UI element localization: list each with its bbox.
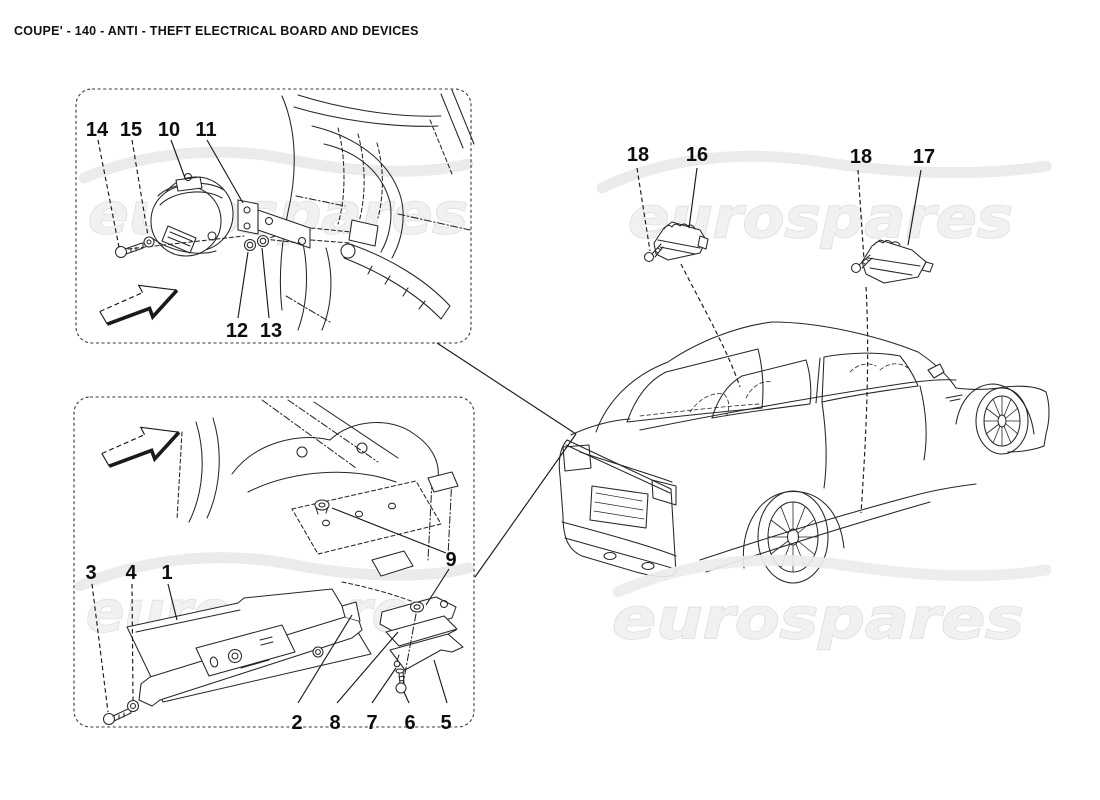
direction-arrow-icon (99, 284, 179, 326)
swoosh-shape (596, 150, 1052, 194)
page-title: COUPE' - 140 - ANTI - THEFT ELECTRICAL B… (14, 24, 419, 38)
ecu-17-drawing (861, 239, 934, 284)
bolt-14-drawing (114, 242, 144, 259)
direction-arrow-icon (101, 426, 181, 468)
part-label-2[interactable]: 2 (291, 712, 302, 734)
swoosh-shape (612, 554, 1052, 598)
view-location-lines (436, 342, 577, 578)
part-label-7[interactable]: 7 (366, 712, 377, 734)
part-label-18-right[interactable]: 18 (850, 146, 872, 168)
part-label-11[interactable]: 11 (195, 119, 216, 141)
part-label-3[interactable]: 3 (85, 562, 96, 584)
detail-box-top (75, 88, 472, 344)
nut-13-drawing (256, 234, 270, 248)
part-label-14[interactable]: 14 (86, 119, 109, 141)
bolt-3-drawing (102, 707, 132, 726)
leader-lines-bottom-box (91, 507, 450, 713)
washer-4-drawing (126, 699, 140, 713)
device-location-lines (680, 263, 869, 514)
watermark-text: eurospares (612, 587, 1024, 652)
leader-lines-devices (636, 167, 922, 261)
watermark-bottom-right: eurospares (611, 554, 1052, 653)
swoosh-shape (74, 552, 474, 592)
swoosh-shape (78, 146, 474, 184)
rubber-mount-drawing (379, 596, 464, 694)
part-label-9[interactable]: 9 (445, 549, 456, 571)
part-label-12[interactable]: 12 (226, 320, 248, 342)
part-label-8[interactable]: 8 (329, 712, 340, 734)
washer-15-drawing (143, 236, 155, 248)
part-label-5[interactable]: 5 (440, 712, 451, 734)
mount-bracket-drawing (237, 199, 311, 249)
part-label-10[interactable]: 10 (158, 119, 180, 141)
screw-18b-drawing (850, 254, 873, 274)
body-panel-drawing-bottom (176, 399, 459, 619)
grommet-screw-drawing (314, 499, 330, 515)
part-label-16[interactable]: 16 (686, 144, 708, 166)
part-label-15[interactable]: 15 (120, 119, 142, 141)
part-label-4[interactable]: 4 (125, 562, 137, 584)
screw-18a-drawing (643, 243, 664, 263)
car-drawing (558, 321, 1050, 584)
board-drawing (126, 588, 372, 707)
leader-lines-top-box (97, 139, 270, 319)
part-label-6[interactable]: 6 (404, 712, 415, 734)
part-label-17[interactable]: 17 (913, 146, 935, 168)
part-label-18-left[interactable]: 18 (627, 144, 649, 166)
part-label-13[interactable]: 13 (260, 320, 282, 342)
ecu-16-drawing (653, 221, 709, 261)
nut-12-drawing (243, 238, 257, 252)
part-label-1[interactable]: 1 (161, 562, 172, 584)
siren-drawing (127, 172, 245, 257)
body-panel-drawing-top (279, 89, 475, 331)
